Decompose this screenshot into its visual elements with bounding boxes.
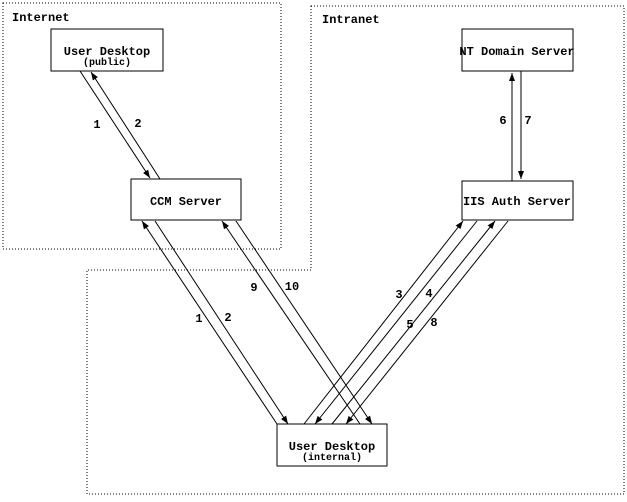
flow-label-8: 8 <box>430 316 437 330</box>
flow-line-4-iis-to-internal-desktop <box>314 220 478 425</box>
flow-label-2-internal: 2 <box>224 311 231 325</box>
flow-line-8-iis-to-internal-desktop <box>345 220 509 425</box>
ccm-server-label: CCM Server <box>150 195 222 209</box>
flow-label-1-public: 1 <box>93 118 100 132</box>
node-ccm-server <box>130 178 242 221</box>
flow-label-1-internal: 1 <box>195 312 202 326</box>
user-desktop-public-sublabel: (public) <box>83 57 131 69</box>
node-iis-auth-server <box>461 180 574 221</box>
flow-label-6: 6 <box>499 114 506 128</box>
flow-line-5-internal-desktop-to-iis <box>331 220 496 425</box>
node-user-desktop-public <box>50 28 164 72</box>
flow-line-2-ccm-to-public-desktop <box>90 71 161 180</box>
flow-label-4: 4 <box>425 287 432 301</box>
user-desktop-internal-sublabel: (internal) <box>302 452 362 464</box>
flow-line-10-ccm-to-internal-desktop <box>235 220 373 425</box>
flow-line-3-internal-desktop-to-iis <box>303 220 464 425</box>
user-desktop-public-label: User Desktop <box>64 45 150 59</box>
internet-zone-label: Internet <box>12 11 70 25</box>
node-nt-domain-server <box>461 28 574 72</box>
flow-label-7: 7 <box>524 114 531 128</box>
flow-label-5: 5 <box>406 318 413 332</box>
flow-line-1-public-desktop-to-ccm <box>79 70 151 179</box>
user-desktop-internal-label: User Desktop <box>289 440 375 454</box>
intranet-zone-border <box>86 5 625 495</box>
intranet-zone-label: Intranet <box>322 13 380 27</box>
iis-auth-server-label: IIS Auth Server <box>463 195 571 209</box>
flow-line-1-internal-desktop-to-ccm <box>141 220 278 425</box>
flow-line-2-ccm-to-internal-desktop <box>154 220 289 425</box>
flow-label-2-public: 2 <box>134 117 141 131</box>
node-user-desktop-internal <box>276 423 388 467</box>
flow-line-9-internal-desktop-to-ccm <box>221 220 361 425</box>
flow-label-10: 10 <box>285 280 299 294</box>
nt-domain-server-label: NT Domain Server <box>459 45 574 59</box>
internet-zone-border <box>2 2 282 250</box>
flow-label-3: 3 <box>395 288 402 302</box>
flow-label-9: 9 <box>250 281 257 295</box>
